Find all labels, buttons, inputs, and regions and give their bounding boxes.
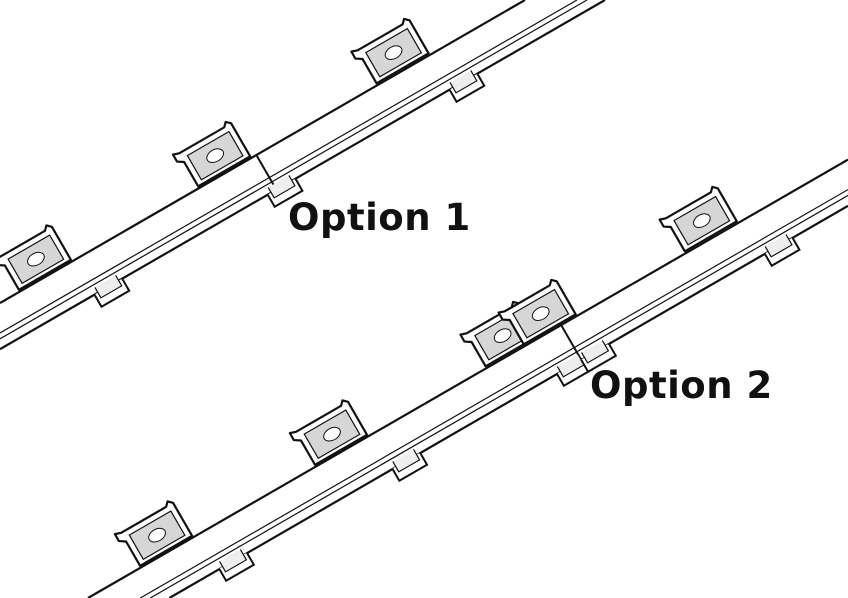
rail-option-1-clips — [0, 15, 430, 294]
rail-option-2-tabs — [215, 231, 801, 582]
option-1-label: Option 1 — [288, 196, 471, 239]
rail-joint — [255, 154, 278, 191]
rail-joint — [560, 324, 582, 361]
rail-option-1 — [0, 0, 606, 351]
rail-option-2 — [87, 158, 848, 598]
option-2-label: Option 2 — [590, 364, 773, 407]
rail-option-1-tabs — [90, 67, 486, 308]
